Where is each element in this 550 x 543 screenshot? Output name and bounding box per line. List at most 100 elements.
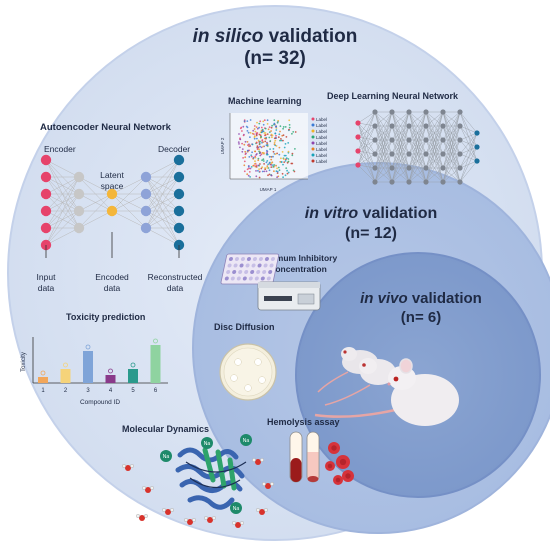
- red-blood-cell-center: [339, 458, 347, 466]
- tox-bar: [105, 375, 116, 383]
- umap-point: [267, 128, 270, 131]
- umap-point: [247, 131, 250, 134]
- dl-node: [423, 179, 429, 185]
- toxicity-title: Toxicity prediction: [66, 312, 145, 322]
- umap-point: [265, 170, 268, 173]
- in-vitro-count: (n= 12): [345, 225, 397, 242]
- umap-point: [261, 159, 263, 162]
- umap-point: [250, 155, 253, 158]
- umap-point: [261, 128, 264, 131]
- hemolysis-panel: Hemolysis assay: [267, 417, 354, 485]
- umap-point: [241, 130, 243, 132]
- umap-point: [276, 172, 279, 175]
- latent-label-2: space: [101, 181, 124, 191]
- plate-well: [252, 257, 257, 261]
- umap-legend-label: Label: [316, 117, 327, 122]
- ae-node: [40, 188, 52, 200]
- umap-point: [253, 137, 256, 140]
- umap-point: [275, 136, 277, 139]
- umap-point: [272, 166, 275, 168]
- ae-node: [106, 188, 118, 200]
- tox-tick-label: 1: [41, 388, 45, 394]
- ae-node: [40, 222, 52, 234]
- dl-node: [474, 158, 480, 164]
- dl-connection: [442, 111, 461, 141]
- autoencoder-title: Autoencoder Neural Network: [40, 122, 172, 133]
- umap-point: [291, 152, 294, 155]
- plate-well: [244, 270, 249, 274]
- ae-connection: [145, 159, 180, 212]
- water-hydrogen: [170, 508, 174, 512]
- umap-point: [276, 170, 279, 173]
- ae-node: [140, 222, 152, 234]
- water-hydrogen: [270, 482, 274, 486]
- plate-well: [232, 270, 237, 274]
- umap-point: [246, 168, 249, 171]
- umap-point: [245, 125, 248, 128]
- plate-well: [246, 257, 251, 261]
- umap-point: [266, 167, 269, 169]
- red-blood-cell-center: [335, 477, 341, 483]
- umap-x-label: UMAP 1: [260, 187, 277, 192]
- umap-point: [288, 124, 291, 126]
- umap-point: [264, 167, 266, 169]
- water-hydrogen: [150, 486, 154, 490]
- umap-point: [259, 134, 262, 137]
- umap-point: [237, 141, 240, 144]
- dl-connection: [357, 164, 376, 169]
- umap-point: [248, 167, 250, 170]
- dl-connection: [442, 125, 461, 183]
- umap-point: [249, 145, 252, 148]
- umap-point: [264, 127, 267, 130]
- umap-point: [258, 170, 261, 173]
- umap-point: [256, 153, 258, 155]
- umap-point: [283, 146, 286, 149]
- deep-learning-panel: Deep Learning Neural Network: [327, 91, 480, 185]
- dl-connection: [425, 111, 444, 141]
- umap-point: [273, 164, 276, 166]
- dl-connection: [357, 111, 376, 152]
- water-hydrogen: [136, 514, 140, 518]
- dl-node: [474, 144, 480, 150]
- water-oxygen: [145, 487, 151, 493]
- ae-connection: [111, 176, 147, 212]
- umap-point: [268, 131, 271, 134]
- plate-well: [240, 257, 245, 261]
- umap-point: [260, 131, 263, 134]
- umap-point: [255, 164, 258, 167]
- red-blood-cell-center: [345, 473, 351, 479]
- mic-panel: Minimum Inhibitory Concentration: [220, 253, 337, 311]
- umap-point: [274, 132, 277, 135]
- ae-connection: [45, 176, 80, 229]
- umap-point: [251, 132, 254, 135]
- dl-node: [440, 179, 446, 185]
- umap-point: [271, 124, 273, 127]
- dl-node: [457, 165, 463, 171]
- dl-node: [389, 109, 395, 115]
- umap-point: [243, 170, 246, 173]
- rat-mid-head: [359, 358, 377, 374]
- water-hydrogen: [240, 521, 244, 525]
- umap-point: [288, 126, 291, 129]
- ae-connection: [45, 176, 80, 212]
- umap-point: [266, 165, 269, 168]
- umap-point: [247, 174, 250, 177]
- plate-well: [227, 263, 232, 268]
- umap-point: [270, 130, 272, 132]
- water-hydrogen: [144, 514, 148, 518]
- umap-point: [284, 143, 287, 145]
- dl-connection: [425, 111, 444, 127]
- plate-well: [236, 276, 241, 281]
- plate-well: [226, 270, 231, 274]
- umap-point: [273, 143, 276, 146]
- umap-point: [275, 126, 277, 128]
- umap-legend-marker: [311, 147, 315, 151]
- ae-connection: [145, 159, 180, 229]
- ae-node: [173, 171, 185, 183]
- umap-point: [257, 159, 260, 162]
- ae-connection: [145, 159, 180, 195]
- umap-point: [270, 162, 273, 165]
- dl-node: [406, 137, 412, 143]
